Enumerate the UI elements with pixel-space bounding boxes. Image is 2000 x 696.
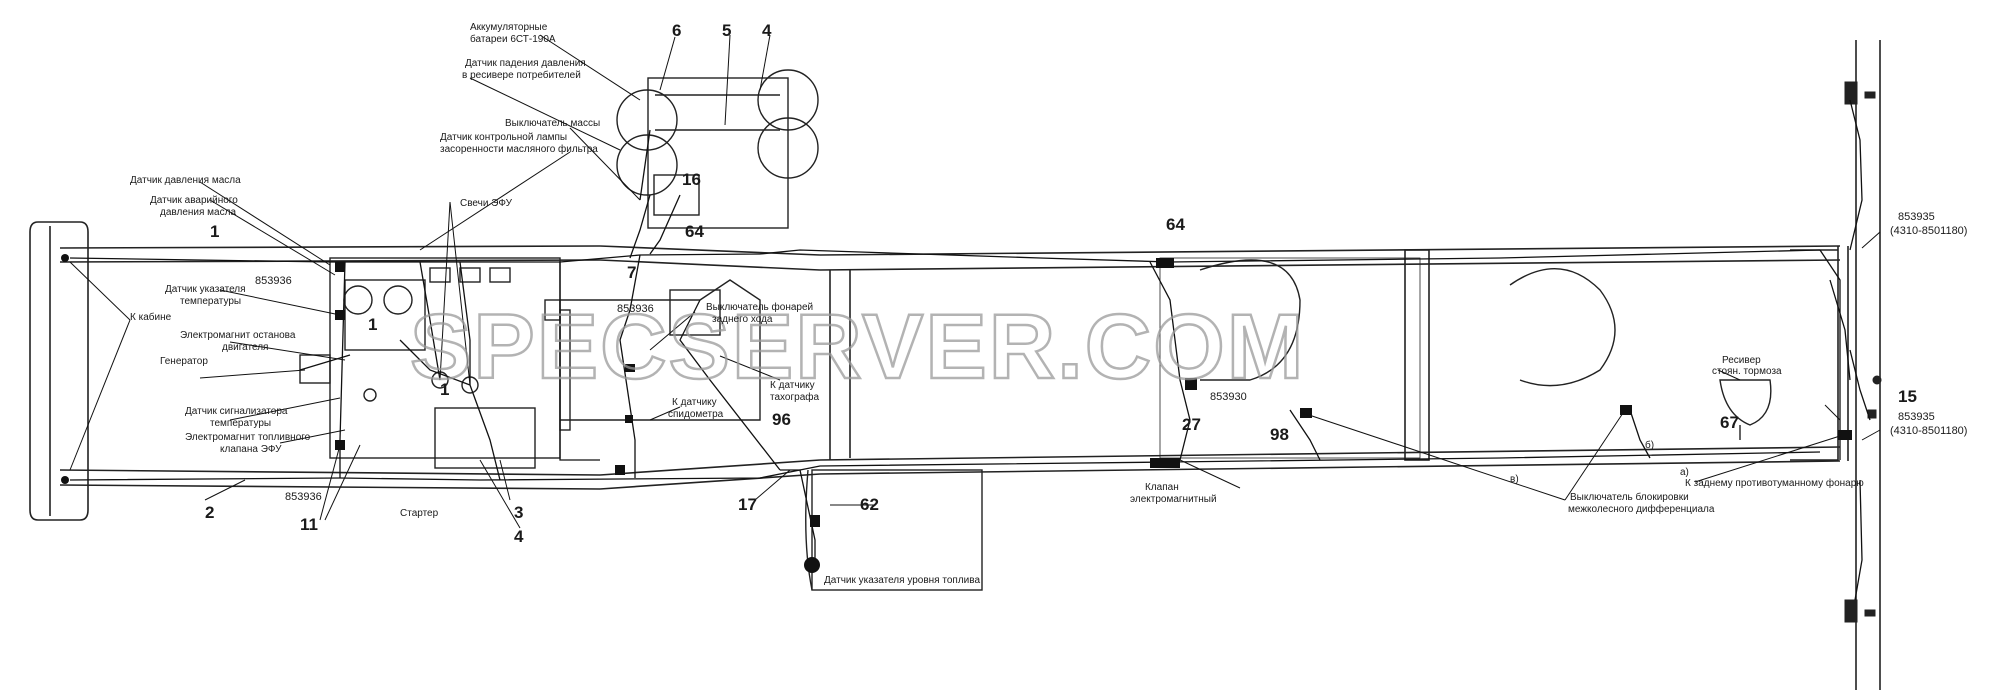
part-number-3: 3 [514, 503, 523, 522]
label-pressure-drop-2: в ресивере потребителей [462, 69, 581, 81]
part-number-4-top: 4 [762, 21, 772, 40]
label-solenoid-valve-1: Клапан [1145, 482, 1179, 493]
label-temp-alarm-1: Датчик сигнализатора [185, 406, 288, 417]
leader-lines [69, 34, 1881, 529]
label-speedometer-2: спидометра [668, 409, 724, 420]
label-oil-filter-2: засоренности масляного фильтра [440, 143, 598, 155]
component-labels: Аккумуляторные батареи 6СТ-190А Датчик п… [130, 22, 1864, 586]
part-number-6: 6 [672, 21, 681, 40]
vehicle-frame [29, 40, 1881, 690]
label-tachograph-2: тахографа [770, 391, 819, 403]
part-numbers: 6 5 4 16 1 64 64 7 1 1 2 11 3 4 17 62 96… [205, 21, 1917, 546]
label-engine-stop-1: Электромагнит останова [180, 330, 296, 341]
label-fuel-level: Датчик указателя уровня топлива [824, 575, 980, 586]
part-number-64-b: 64 [1166, 215, 1185, 234]
label-diff-lock-2: межколесного дифференциала [1568, 503, 1715, 515]
connector-codes: 853936 853936 853936 853930 853935 (4310… [255, 211, 1967, 503]
part-number-15: 15 [1898, 387, 1917, 406]
code-853935-bottom: 853935 [1898, 411, 1935, 423]
label-diff-lock-1: Выключатель блокировки [1570, 491, 1689, 503]
label-pressure-drop-1: Датчик падения давления [465, 58, 586, 69]
label-starter: Стартер [400, 508, 439, 519]
rear-lamps [1844, 81, 1882, 623]
code-853935-top: 853935 [1898, 211, 1935, 223]
label-oil-pressure: Датчик давления масла [130, 175, 241, 186]
label-battery-1: Аккумуляторные [470, 22, 548, 33]
part-number-1-top: 1 [210, 222, 219, 241]
part-number-98: 98 [1270, 425, 1289, 444]
battery-box [616, 69, 819, 229]
receiver [1719, 379, 1772, 440]
part-number-27: 27 [1182, 415, 1201, 434]
part-number-2: 2 [205, 503, 214, 522]
code-853935-top-sub: (4310-8501180) [1890, 225, 1967, 237]
part-number-17: 17 [738, 495, 757, 514]
part-number-1-mid: 1 [368, 315, 377, 334]
code-853936-c: 853936 [285, 491, 322, 503]
label-mark-v: в) [1510, 474, 1519, 485]
label-fuel-valve-2: клапана ЭФУ [220, 444, 282, 455]
part-number-67: 67 [1720, 413, 1739, 432]
label-temp-gauge-2: температуры [180, 296, 241, 307]
label-reverse-light-2: заднего хода [712, 314, 773, 325]
label-generator: Генератор [160, 356, 208, 367]
part-number-1-low: 1 [440, 380, 449, 399]
label-reverse-light-1: Выключатель фонарей [706, 301, 813, 313]
label-mark-a: а) [1680, 467, 1689, 478]
label-receiver-1: Ресивер [1722, 355, 1761, 366]
part-number-4-bottom: 4 [514, 527, 524, 546]
wiring [69, 99, 1871, 601]
label-receiver-2: стоян. тормоза [1712, 366, 1782, 377]
label-engine-stop-2: двигателя [222, 342, 268, 353]
label-fuel-valve-1: Электромагнит топливного [185, 432, 311, 443]
watermark-text: SPECSERVER.COM [410, 296, 1305, 398]
label-solenoid-valve-2: электромагнитный [1130, 494, 1217, 505]
fuel-tank-area [805, 469, 983, 591]
tank-outlines [1159, 257, 1616, 459]
part-number-16: 16 [682, 170, 701, 189]
part-number-11: 11 [300, 515, 318, 534]
part-number-5: 5 [722, 21, 731, 40]
label-battery-2: батареи 6СТ-190А [470, 33, 556, 45]
part-number-64-a: 64 [685, 222, 704, 241]
label-temp-gauge-1: Датчик указателя [165, 284, 246, 295]
label-oil-filter-1: Датчик контрольной лампы [440, 132, 567, 143]
code-853935-bottom-sub: (4310-8501180) [1890, 425, 1967, 437]
code-853936-b: 853936 [617, 303, 654, 315]
part-number-62: 62 [860, 495, 879, 514]
label-rear-fog: К заднему противотуманному фонарю [1685, 477, 1864, 489]
code-853936-a: 853936 [255, 275, 292, 287]
center-box [560, 279, 761, 421]
label-oil-emergency-2: давления масла [160, 207, 236, 218]
label-oil-emergency-1: Датчик аварийного [150, 195, 238, 206]
label-tachograph-1: К датчику [770, 380, 815, 391]
label-to-cab: К кабине [130, 311, 172, 323]
label-mark-b: б) [1645, 439, 1654, 451]
label-mass-switch: Выключатель массы [505, 118, 600, 129]
label-efu-plugs: Свечи ЭФУ [460, 198, 513, 209]
label-temp-alarm-2: температуры [210, 418, 271, 429]
label-speedometer-1: К датчику [672, 397, 717, 408]
code-853930: 853930 [1210, 391, 1247, 403]
part-number-96: 96 [772, 410, 791, 429]
part-number-7: 7 [627, 263, 636, 282]
